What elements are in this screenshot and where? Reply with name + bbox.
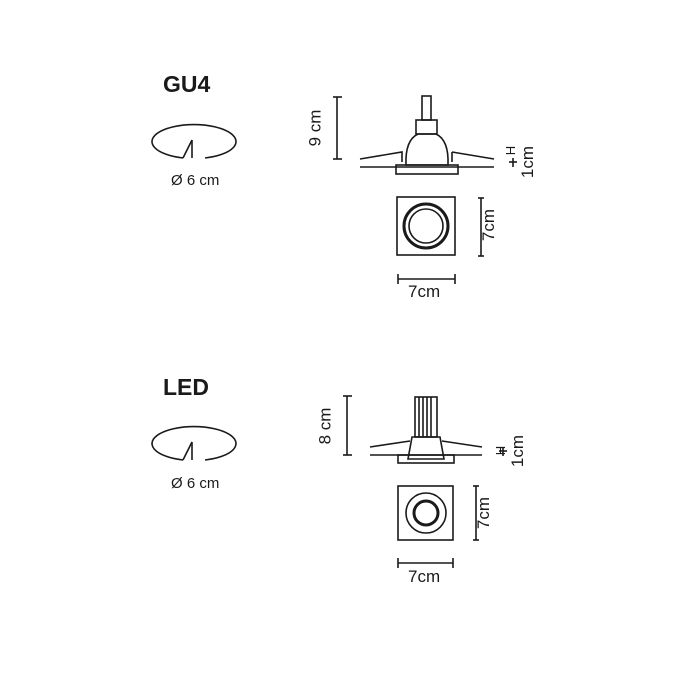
led-height-label: 8 cm: [315, 407, 335, 445]
gu4-title: GU4: [163, 71, 211, 97]
led-title: LED: [163, 374, 209, 400]
gu4-cutout-icon: [151, 123, 237, 159]
led-cutout-icon: [151, 425, 237, 461]
gu4-side-label: 7cm: [479, 208, 499, 242]
gu4-cutout-label: Ø 6 cm: [171, 172, 220, 189]
gu4-flange-symbol: H: [503, 145, 519, 156]
led-width-label: 7cm: [408, 567, 441, 586]
gu4-top-view: [396, 196, 484, 284]
led-flange-label: 1cm: [508, 434, 528, 468]
led-side-view: [343, 395, 507, 464]
led-top-view: [397, 485, 479, 568]
gu4-side-view: [333, 95, 517, 175]
led-side-label: 7cm: [474, 496, 494, 530]
led-cutout-label: Ø 6 cm: [171, 475, 220, 492]
gu4-width-label: 7cm: [408, 282, 441, 301]
led-flange-symbol: H: [493, 445, 509, 456]
gu4-flange-label: 1cm: [518, 145, 538, 179]
gu4-height-label: 9 cm: [305, 109, 325, 147]
